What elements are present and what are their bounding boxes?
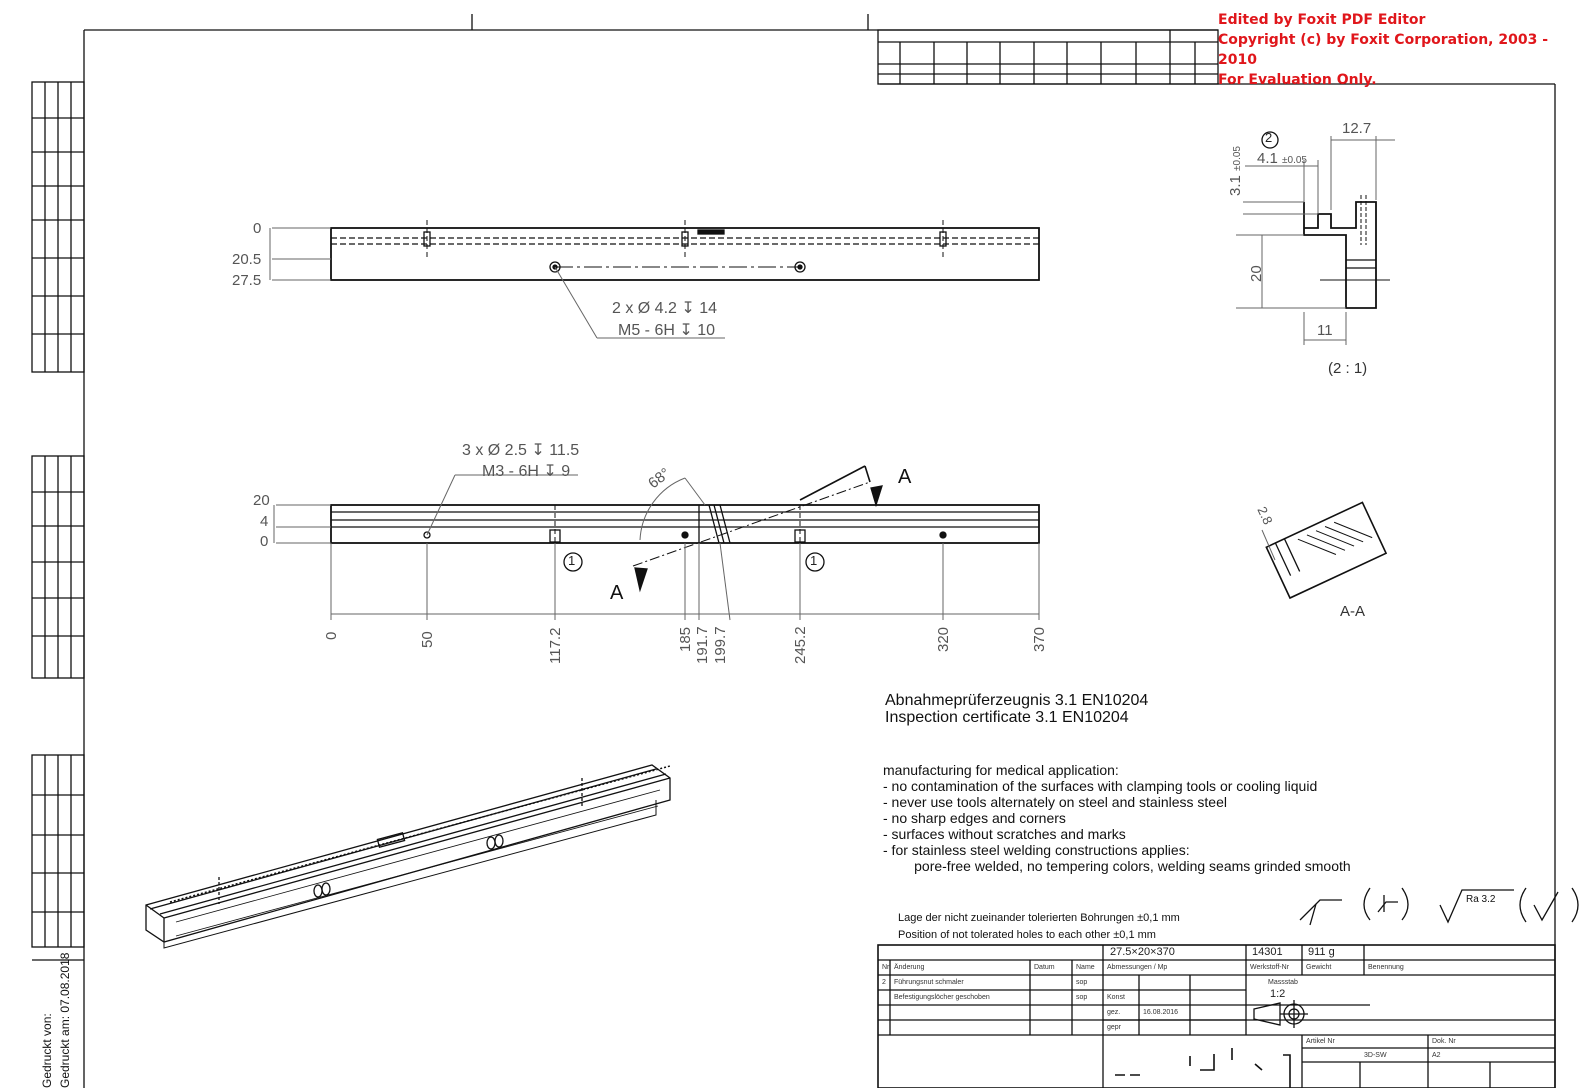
detail-dim-11: 11 [1317, 322, 1333, 339]
dim-x-199-7: 199.7 [712, 626, 729, 664]
printed-by: Gedruckt von: [40, 1013, 54, 1088]
note-item: - no sharp edges and corners [883, 810, 1066, 826]
manufacturing-notes: manufacturing for medical application: -… [883, 762, 1351, 874]
tb-col-material: Werkstoff-Nr [1250, 964, 1290, 971]
dim-x-320: 320 [935, 626, 952, 652]
dim-x-50: 50 [419, 631, 436, 648]
detail-scale: (2 : 1) [1328, 360, 1368, 377]
callout-top-line-2: M5 - 6H ↧ 10 [618, 322, 715, 339]
dim-front-20: 20 [253, 492, 270, 509]
dim-front-4: 4 [260, 513, 269, 530]
tb-gez-date: 16.08.2016 [1143, 1009, 1179, 1016]
notes-title: manufacturing for medical application: [883, 762, 1119, 778]
tb-col-date: Datum [1034, 964, 1055, 971]
holes-tolerance-note: Lage der nicht zueinander tolerierten Bo… [898, 910, 1180, 944]
tb-art-nr: Artikel Nr [1306, 1038, 1335, 1045]
certificate-line-de: Abnahmeprüferzeugnis 3.1 EN10204 [885, 692, 1149, 709]
tb-format: A2 [1432, 1052, 1441, 1059]
dim-top-27-5: 27.5 [232, 272, 262, 289]
detail-dim-4-1: 4.1 ±0.05 [1257, 150, 1307, 167]
callout-front-line-1: 3 x Ø 2.5 ↧ 11.5 [462, 442, 580, 459]
holes-note-de: Lage der nicht zueinander tolerierten Bo… [898, 912, 1180, 924]
tb-col-nr: Nr [882, 964, 890, 971]
tb-size: 27.5×20×370 [1110, 946, 1175, 958]
tb-gez: gez. [1107, 1009, 1121, 1016]
tb-col-name: Name [1076, 964, 1095, 971]
watermark-line-3: For Evaluation Only. [1218, 72, 1377, 88]
dim-x-185: 185 [677, 626, 694, 652]
roughness-symbol: Ra 3.2 [1466, 894, 1496, 905]
detail-dim-3-1: 3.1 ±0.05 [1227, 146, 1244, 196]
section-mark-a-top: A [898, 466, 912, 488]
tb-col-dims: Abmessungen / Mp [1107, 964, 1168, 971]
dim-x-191-7: 191.7 [694, 626, 711, 664]
callout-top-line-1: 2 x Ø 4.2 ↧ 14 [612, 300, 718, 317]
tb-rev-1-name: sop [1076, 979, 1088, 986]
note-item: - no contamination of the surfaces with … [883, 778, 1318, 794]
dim-top-20-5: 20.5 [232, 251, 262, 268]
note-item: - never use tools alternately on steel a… [883, 794, 1227, 810]
note-item: - for stainless steel welding constructi… [883, 842, 1190, 858]
watermark-line-2: Copyright (c) by Foxit Corporation, 2003… [1218, 32, 1549, 68]
printed-at: Gedruckt am: 07.08.2018 [58, 952, 72, 1088]
tb-rev-1: Führungsnut schmaler [894, 979, 964, 986]
tb-material: 14301 [1252, 946, 1283, 958]
tb-rev-2: Befestigungslöcher geschoben [894, 994, 990, 1001]
tb-rev-2-name: sop [1076, 994, 1088, 1001]
dim-x-370: 370 [1031, 626, 1048, 652]
tb-dok-nr: Dok. Nr [1432, 1038, 1456, 1045]
tb-col-change: Änderung [894, 964, 925, 971]
balloon-1-left: 1 [568, 553, 576, 568]
tb-weight: 911 g [1308, 946, 1335, 958]
watermark-line-1: Edited by Foxit PDF Editor [1218, 12, 1426, 28]
tb-cad: 3D-SW [1364, 1052, 1387, 1059]
dim-top-0: 0 [253, 220, 262, 237]
callout-front-line-2: M3 - 6H ↧ 9 [482, 463, 571, 480]
tb-col-weight: Gewicht [1306, 964, 1332, 971]
tb-scale: 1:2 [1270, 988, 1286, 1000]
dim-x-245-2: 245.2 [792, 626, 809, 664]
balloon-1-right: 1 [810, 553, 818, 568]
inspection-certificate: Abnahmeprüferzeugnis 3.1 EN10204 Inspect… [885, 692, 1148, 726]
holes-note-en: Position of not tolerated holes to each … [898, 929, 1156, 941]
dim-x-0: 0 [323, 631, 340, 640]
detail-dim-12-7: 12.7 [1342, 120, 1372, 137]
section-label: A-A [1340, 603, 1366, 620]
tb-scale-label: Massstab [1268, 979, 1298, 986]
dim-front-0: 0 [260, 533, 269, 550]
tb-col-desc: Benennung [1368, 964, 1404, 971]
tb-rev-nr: 2 [882, 979, 886, 986]
detail-dim-20: 20 [1248, 265, 1265, 282]
note-item: - surfaces without scratches and marks [883, 826, 1126, 842]
tb-konst: Konst [1107, 994, 1125, 1001]
note-item: pore-free welded, no tempering colors, w… [883, 858, 1351, 874]
balloon-2: 2 [1265, 130, 1273, 145]
dim-x-117-2: 117.2 [547, 627, 564, 664]
section-mark-a-bottom: A [610, 582, 624, 604]
watermark: Edited by Foxit PDF Editor Copyright (c)… [1218, 10, 1587, 90]
tb-gepr: gepr [1107, 1024, 1122, 1031]
certificate-line-en: Inspection certificate 3.1 EN10204 [885, 709, 1129, 726]
